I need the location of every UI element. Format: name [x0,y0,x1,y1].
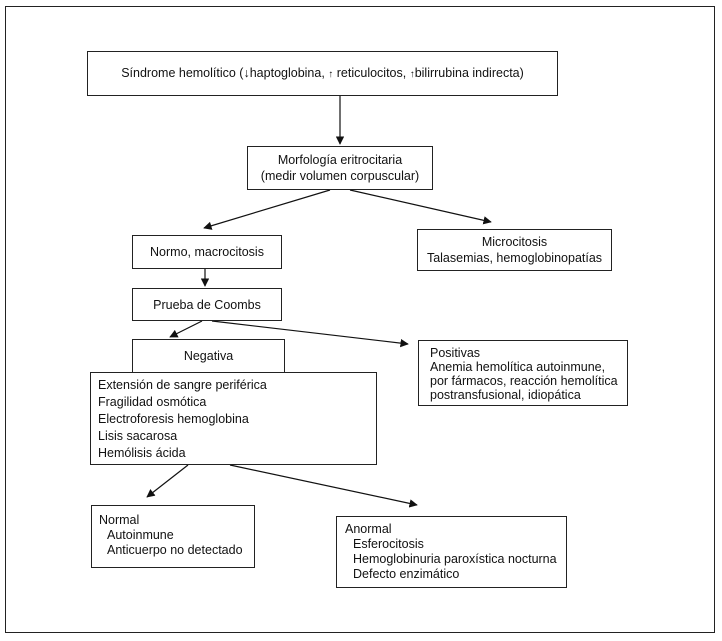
negativa-label: Negativa [183,349,234,363]
positivas-line: Positivas [430,346,481,360]
normal-box: Normal Autoinmune Anticuerpo no detectad… [91,505,255,568]
arrow-coombs-to-negativa [169,320,203,338]
root-text-1: Síndrome hemolítico ( [121,65,244,80]
arrow-up-icon: ↑ [409,68,415,80]
morfologia-line-1: Morfología eritrocitaria [277,153,403,167]
micro-line-1: Microcitosis [481,235,548,249]
negativa-box: Negativa [132,339,285,373]
root-label: Síndrome hemolítico (↓haptoglobina, ↑ re… [121,65,524,83]
arrow-tests-to-normal [146,464,189,498]
normo-box: Normo, macrocitosis [132,235,282,269]
arrow-down-icon: ↓ [243,65,250,80]
positivas-line: por fármacos, reacción hemolítica [430,374,618,388]
morfologia-box: Morfología eritrocitaria (medir volumen … [247,146,433,190]
anormal-box: Anormal Esferocitosis Hemoglobinuria par… [336,516,567,588]
normal-item: Anticuerpo no detectado [107,543,243,557]
anormal-item: Esferocitosis [353,537,424,551]
positivas-box: Positivas Anemia hemolítica autoinmune, … [418,340,628,406]
morfologia-line-2: (medir volumen corpuscular) [260,169,420,183]
diagram-frame [5,6,715,633]
anormal-title: Anormal [345,522,392,536]
root-text-4: bilirrubina indirecta) [414,65,524,80]
arrow-morfologia-to-normo [203,189,331,230]
root-box: Síndrome hemolítico (↓haptoglobina, ↑ re… [87,51,558,96]
arrow-morfologia-to-micro [349,189,492,225]
coombs-label: Prueba de Coombs [153,297,261,312]
coombs-box: Prueba de Coombs [132,288,282,321]
normal-item: Autoinmune [107,528,174,542]
root-text-3: reticulocitos, [333,65,410,80]
micro-line-2: Talasemias, hemoglobinopatías [426,251,603,265]
micro-box: Microcitosis Talasemias, hemoglobinopatí… [417,229,612,271]
positivas-line: postransfusional, idiopática [430,388,581,402]
arrow-coombs-to-positivas [211,320,409,348]
root-text-2: haptoglobina, [249,65,329,80]
arrow-up-icon: ↑ [328,68,334,80]
arrow-tests-to-anormal [229,464,418,508]
normal-title: Normal [99,513,140,527]
anormal-item: Defecto enzimático [353,567,460,581]
tests-box: Extensión de sangre periférica Fragilida… [90,372,377,465]
test-item: Fragilidad osmótica [98,395,207,409]
test-item: Extensión de sangre periférica [98,378,267,392]
anormal-item: Hemoglobinuria paroxística nocturna [353,552,557,566]
positivas-line: Anemia hemolítica autoinmune, [430,360,606,374]
normo-label: Normo, macrocitosis [150,245,264,259]
test-item: Lisis sacarosa [98,429,178,443]
test-item: Hemólisis ácida [98,446,186,460]
test-item: Electroforesis hemoglobina [98,412,249,426]
